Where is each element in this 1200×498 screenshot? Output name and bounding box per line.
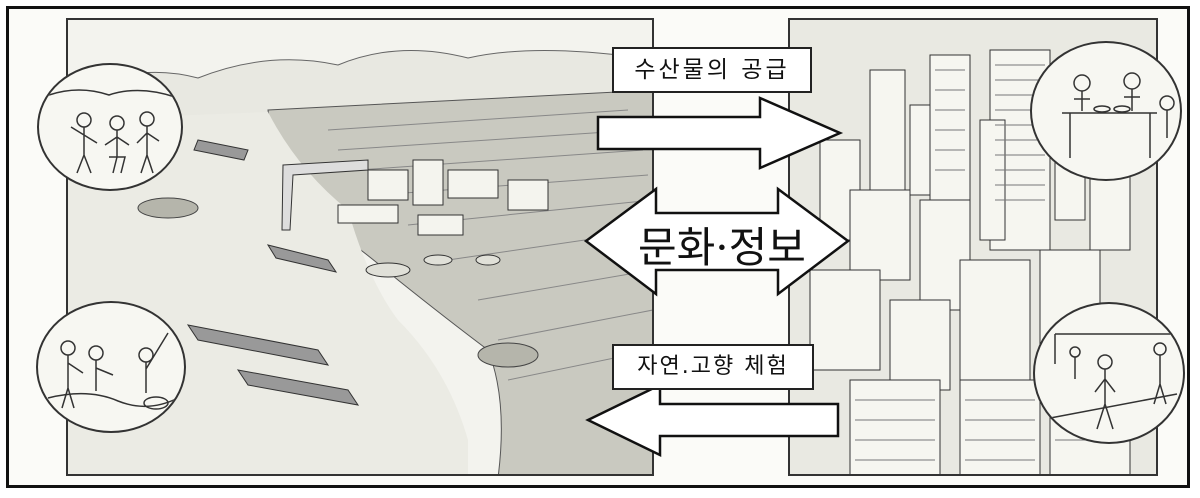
vignette-walking	[1033, 302, 1185, 444]
vignette-children	[37, 63, 183, 191]
vignette-fishing	[36, 301, 186, 433]
left-arrow-experience	[585, 383, 840, 457]
culture-info-label: 문화·정보	[638, 223, 806, 272]
walking-people-drawing	[1044, 333, 1178, 430]
children-playing-drawing	[48, 89, 176, 174]
people-fishing-drawing	[47, 332, 179, 410]
harbor-illustration	[68, 49, 652, 474]
double-arrow-culture	[583, 186, 851, 297]
family-dining-drawing	[1062, 72, 1175, 158]
right-arrow-supply	[596, 96, 844, 170]
experience-label: 자연.고향 체험	[612, 344, 814, 390]
supply-label: 수산물의 공급	[612, 47, 812, 93]
vignette-family-dining	[1030, 41, 1182, 181]
